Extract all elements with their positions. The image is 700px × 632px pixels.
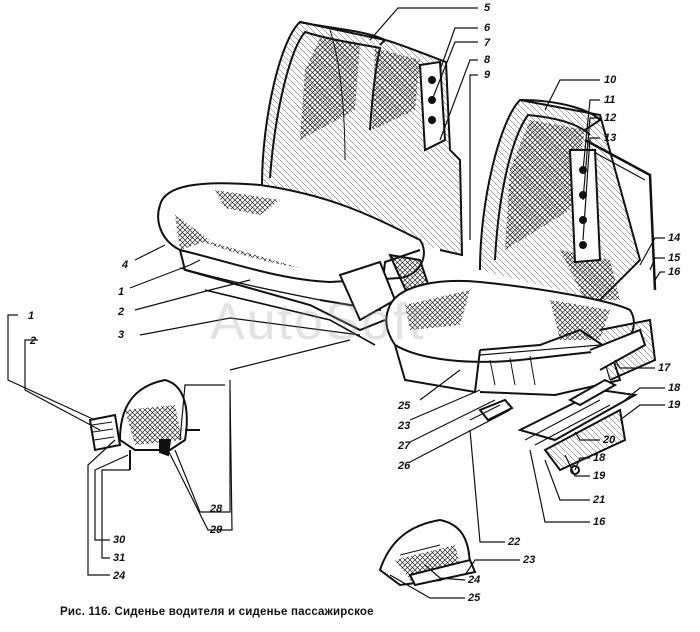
callout-19: 19: [668, 399, 681, 411]
callout-2: 2: [117, 306, 124, 318]
callout-20: 20: [602, 434, 616, 446]
callout-6: 6: [484, 22, 491, 34]
callout-22: 22: [507, 536, 520, 548]
callout-25: 25: [397, 400, 411, 412]
callout-7: 7: [484, 37, 491, 49]
callout-11: 11: [604, 94, 615, 106]
callout-30: 30: [113, 534, 126, 546]
callout-29: 29: [209, 524, 223, 536]
lock-detail-left: [88, 378, 200, 470]
callout-3: 3: [118, 329, 124, 341]
callout-24b: 24: [467, 574, 480, 586]
callout-31: 31: [113, 552, 125, 564]
callout-9: 9: [484, 69, 491, 81]
callout-2b: 2: [29, 335, 36, 347]
callout-19b: 19: [593, 470, 606, 482]
callout-18b: 18: [593, 452, 606, 464]
callout-28: 28: [209, 503, 223, 515]
callout-18: 18: [668, 382, 681, 394]
callout-12: 12: [604, 112, 616, 124]
callout-15: 15: [668, 252, 681, 264]
callout-1b: 1: [28, 310, 34, 322]
callout-21: 21: [592, 494, 605, 506]
callout-25b: 25: [467, 592, 481, 604]
callout-1: 1: [118, 286, 124, 298]
callout-4: 4: [121, 259, 128, 271]
callout-24: 24: [112, 570, 125, 582]
passenger-seat: [385, 98, 657, 397]
callout-17: 17: [658, 362, 671, 374]
callout-8: 8: [484, 54, 491, 66]
callout-27: 27: [397, 440, 411, 452]
callout-23: 23: [397, 420, 410, 432]
callout-16: 16: [668, 266, 681, 278]
callout-10: 10: [604, 74, 617, 86]
callout-14: 14: [668, 232, 680, 244]
leader-lines: [7, 7, 665, 599]
driver-seat: [157, 20, 464, 346]
figure-caption: Рис. 116. Сиденье водителя и сиденье пас…: [60, 606, 374, 618]
callout-16b: 16: [593, 516, 606, 528]
callout-26: 26: [397, 460, 411, 472]
callout-numbers: 5 6 7 8 9 10 11 12 13 14 15 16 17 18 19 …: [28, 2, 681, 604]
lock-detail-bottom: [378, 518, 477, 587]
callout-23b: 23: [522, 554, 535, 566]
callout-5: 5: [484, 2, 491, 14]
callout-13: 13: [604, 132, 616, 144]
